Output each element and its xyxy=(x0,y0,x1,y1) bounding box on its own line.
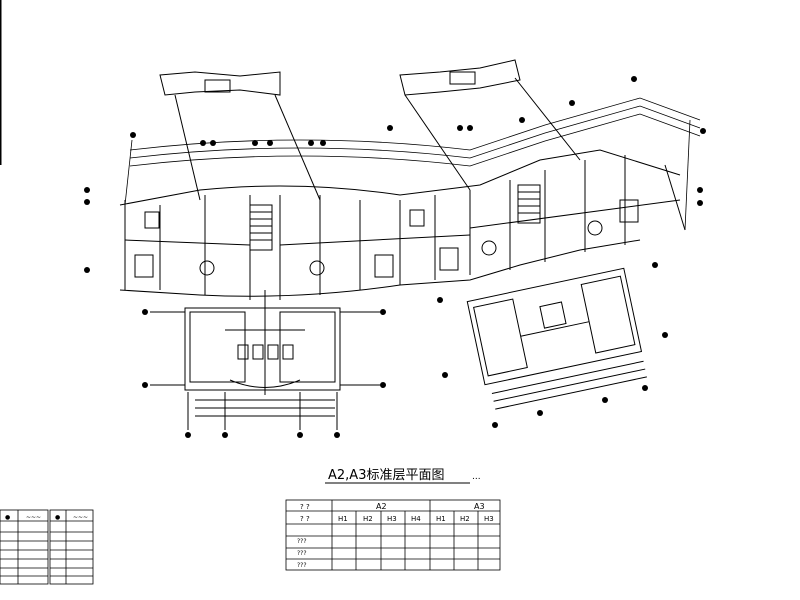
table-group-header-label: ? ? xyxy=(300,503,310,511)
unit-schedule-text: ? ? A2 A3 ? ? ??? ??? ??? H1 H2 H3 H4 H1… xyxy=(297,502,494,569)
table-row-label: ??? xyxy=(297,538,307,545)
drawing-title-group: A2,A3标准层平面图 ... xyxy=(325,468,481,484)
legend-table-left xyxy=(0,509,49,585)
legend-left-header-2: ~~~ xyxy=(26,514,41,521)
legend-right-header-2: ~~~ xyxy=(73,514,88,521)
drawing-title-suffix: ... xyxy=(472,472,481,482)
legend-table-right xyxy=(49,509,94,585)
table-row-label: ? ? xyxy=(300,515,310,523)
table-column-header: H4 xyxy=(411,515,421,523)
legend-left-header-1: ● xyxy=(5,514,10,521)
legend-right-header-1: ● xyxy=(55,514,60,521)
table-column-header: H2 xyxy=(460,515,470,523)
callout-detail-right xyxy=(399,59,581,191)
top-dimension-lines xyxy=(124,97,701,231)
east-lower-block xyxy=(466,267,647,410)
top-axis-bubbles xyxy=(84,76,706,273)
east-lower-axis-bubbles xyxy=(437,262,668,428)
drawing-title: A2,A3标准层平面图 xyxy=(328,468,444,483)
table-group-A3: A3 xyxy=(474,502,485,511)
table-row-label: ??? xyxy=(297,550,307,557)
west-lower-block xyxy=(150,290,380,430)
table-group-A2: A2 xyxy=(376,502,387,511)
curved-main-block xyxy=(119,149,686,300)
table-column-header: H1 xyxy=(436,515,446,523)
table-column-header: H1 xyxy=(338,515,348,523)
callout-detail-left xyxy=(159,71,321,201)
table-column-header: H3 xyxy=(484,515,494,523)
unit-schedule-table xyxy=(285,499,501,571)
west-lower-axis-bubbles xyxy=(142,309,386,438)
table-column-header: H3 xyxy=(387,515,397,523)
table-row-label: ??? xyxy=(297,562,307,569)
table-column-header: H2 xyxy=(363,515,373,523)
